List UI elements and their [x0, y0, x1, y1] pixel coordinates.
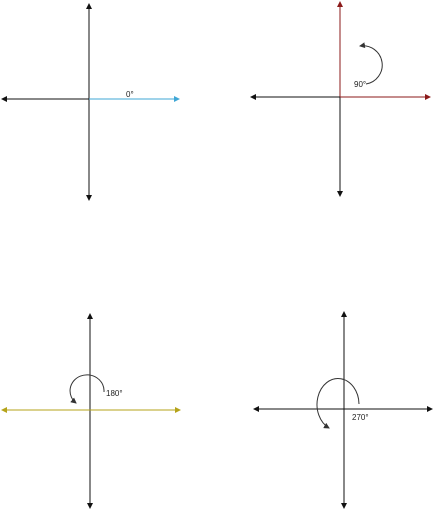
rotation-arc [359, 42, 383, 85]
angle-label: 0° [126, 90, 134, 99]
angle-label: 90° [354, 80, 366, 89]
diagram-0-degrees: 0° [1, 3, 180, 201]
rotation-arc [69, 374, 105, 404]
angle-label: 270° [352, 413, 369, 422]
diagram-270-degrees: 270° [253, 311, 433, 509]
rotation-arc [316, 378, 360, 429]
angle-label: 180° [106, 389, 123, 398]
diagram-90-degrees: 90° [250, 1, 431, 197]
diagram-180-degrees: 180° [1, 313, 181, 509]
